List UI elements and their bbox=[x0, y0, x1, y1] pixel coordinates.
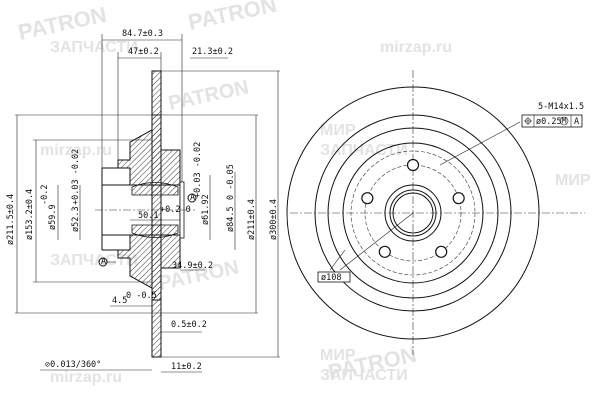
dim-dia-52-3-tol: +0.03 -0.02 bbox=[71, 149, 81, 205]
dim-overall-depth: 84.7±0.3 bbox=[122, 29, 163, 39]
dim-dia-84-5: ø84.5 bbox=[226, 206, 236, 232]
dim-dia-52-3: ø52.3 bbox=[71, 206, 81, 232]
bolt-hole bbox=[378, 245, 391, 258]
dim-bearing-width: 50.1 bbox=[138, 211, 158, 221]
watermark-brand: PATRON bbox=[186, 0, 279, 35]
bearing-lower bbox=[131, 224, 179, 238]
dim-hub-length: 34.9±0.2 bbox=[172, 261, 213, 271]
bolt-circle-box bbox=[317, 271, 351, 283]
bolt-holes bbox=[361, 158, 465, 258]
watermark-site: mirzap.ru bbox=[50, 369, 122, 386]
bolt-hole bbox=[435, 245, 448, 258]
dim-dia-300: ø300±0.4 bbox=[269, 199, 279, 240]
bearing-upper bbox=[131, 182, 179, 196]
dim-dia-59-9-tol: -0.2 bbox=[40, 185, 50, 205]
mmc-modifier: M bbox=[562, 117, 567, 127]
bolt-hole bbox=[452, 192, 465, 205]
dim-disc-thickness: 11±0.2 bbox=[171, 362, 202, 372]
dim-dia-84-5-tol: 0 -0.05 bbox=[226, 164, 236, 200]
hub-bore bbox=[392, 192, 434, 234]
bolt-hole bbox=[406, 158, 420, 172]
watermark-shop: ЗАПЧАСТИ bbox=[50, 252, 138, 269]
dim-dia-153-2: ø153.2±0.4 bbox=[25, 189, 35, 240]
hub-section-upper bbox=[117, 114, 181, 186]
watermark-shop: ЗАПЧАСТИ bbox=[320, 367, 408, 384]
hub-inner bbox=[389, 189, 437, 237]
disc-plate-section bbox=[151, 70, 162, 358]
side-section-view: 84.7±0.3 47±0.2 21.3±0.2 ø211.5±0.4 ø153… bbox=[6, 29, 280, 373]
dim-hub-depth: 47±0.2 bbox=[128, 47, 159, 57]
dim-min-thickness-tol: 0 -0.5 bbox=[126, 291, 157, 301]
datum-a-label: A bbox=[190, 193, 195, 203]
dim-bearing-width-tol: +0.2 0 bbox=[160, 205, 191, 215]
datum-a-label: A bbox=[101, 257, 106, 267]
watermark-shop: МИР bbox=[320, 347, 356, 364]
dim-flange-offset: 21.3±0.2 bbox=[192, 47, 233, 57]
dim-dia-61-92-tol: +0.03 -0.02 bbox=[193, 142, 203, 198]
bolt-circle-dia: ø108 bbox=[321, 273, 341, 283]
thread-spec: 5-M14x1.5 bbox=[538, 102, 584, 112]
datum-reference: A bbox=[574, 117, 579, 127]
friction-ring-inner bbox=[314, 114, 512, 312]
dim-runout: 0.5±0.2 bbox=[171, 320, 207, 330]
watermark-shop: МИР bbox=[555, 172, 591, 189]
watermark-site: mirzap.ru bbox=[40, 142, 112, 159]
dim-parallelism: ⊘0.013/360° bbox=[45, 360, 101, 370]
position-tolerance: ø0.25 bbox=[536, 117, 562, 127]
front-view: ø0.25 M A 5-M14x1.5 ø108 bbox=[286, 70, 585, 355]
hub-outer bbox=[384, 184, 442, 242]
dim-dia-59-9: ø59.9 bbox=[48, 204, 58, 230]
bolt-hole bbox=[361, 192, 374, 205]
hat-dashed bbox=[350, 150, 476, 276]
hat-inner bbox=[342, 142, 484, 284]
dim-dia-61-92: ø61.92 bbox=[201, 194, 211, 225]
position-tolerance-frame: ø0.25 M A bbox=[521, 114, 583, 128]
watermark-shop: МИР bbox=[320, 122, 356, 139]
watermark-brand: PATRON bbox=[166, 76, 250, 114]
dim-dia-211-5: ø211.5±0.4 bbox=[6, 194, 16, 245]
disc-outer-edge bbox=[286, 86, 540, 340]
hat-outer bbox=[327, 127, 499, 299]
watermark-shop: ЗАПЧАСТИ bbox=[50, 39, 138, 56]
dim-min-thickness: 4.5 bbox=[112, 296, 127, 306]
watermark-site: mirzap.ru bbox=[380, 39, 452, 56]
dim-dia-211: ø211±0.4 bbox=[247, 199, 257, 240]
datum-a-marker bbox=[187, 193, 197, 203]
